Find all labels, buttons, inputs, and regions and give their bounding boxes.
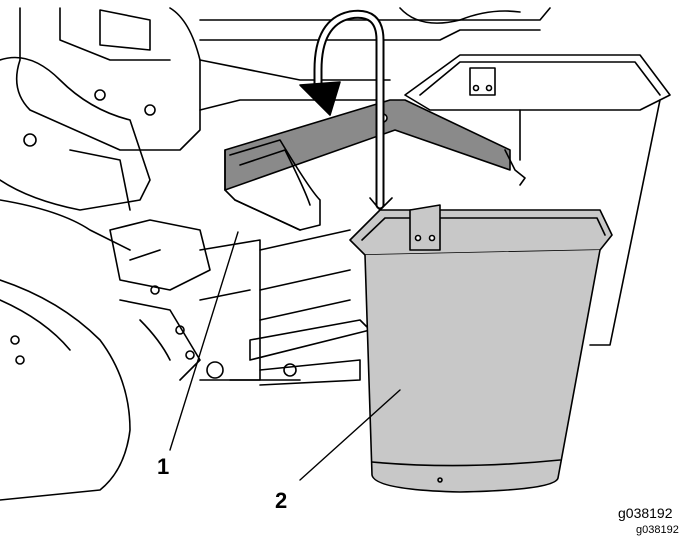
machine-body <box>0 7 551 386</box>
rotation-arrow <box>299 9 393 211</box>
callout-number-1: 1 <box>157 454 170 479</box>
bracket-rods <box>224 139 321 231</box>
leader-line-2 <box>299 389 401 481</box>
callout-number-2: 2 <box>275 488 288 513</box>
mounting-bar <box>224 99 526 191</box>
front-hopper <box>349 204 613 493</box>
tire <box>0 279 131 501</box>
leader-line-1 <box>169 231 239 451</box>
leader-lines <box>169 231 401 481</box>
figure-id-label-small: g038192 <box>636 524 679 536</box>
figure-id-label: g038192 <box>618 505 673 521</box>
rear-hopper <box>404 54 671 346</box>
